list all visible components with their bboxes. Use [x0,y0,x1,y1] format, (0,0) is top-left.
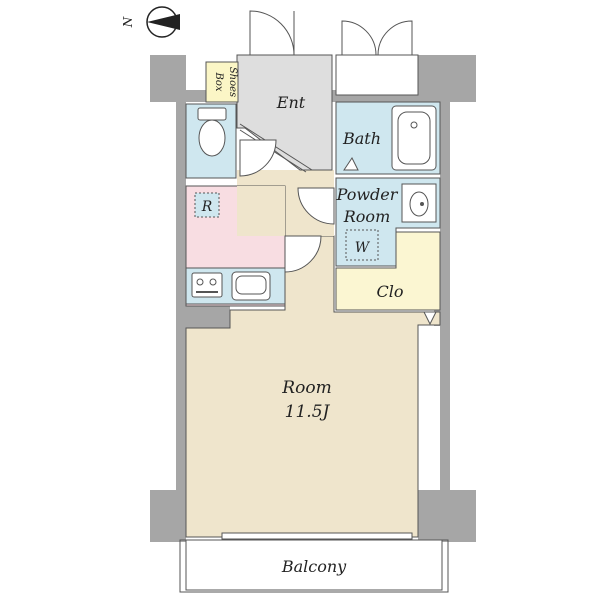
washer-label: W [355,240,371,256]
shoes-box-label-line1: Shoes [227,67,238,97]
wall-kitchen-stub [186,306,230,328]
compass: N [121,6,180,38]
washbasin-icon [401,183,437,223]
closet [335,231,441,311]
stove-icon [191,272,223,298]
entry-doors [249,10,419,96]
shoes-box-label: Shoes Box [213,67,238,97]
interior-doors [239,139,359,273]
window-left-door-icon [341,20,377,56]
wall-top-left-pillar [150,55,186,102]
wall-bottom-left-pillar [150,490,186,542]
bath-door-marker-icon [343,157,359,171]
sink-icon [231,271,271,301]
bathtub-icon [391,105,437,171]
main-room-floor [185,235,441,538]
powder-room-label-line2: Room [343,207,390,226]
window-right-door-icon [377,20,413,56]
balcony-rail [179,539,449,593]
fridge-label: R [201,199,213,215]
room-door-lower-icon [284,235,322,273]
closet-door-marker-icon [423,311,437,326]
room-door-upper-icon [297,187,335,225]
fridge-box [194,192,220,218]
balcony-label: Balcony [281,557,347,576]
powder-room-label-line1: Powder [336,185,399,204]
compass-needle-icon [147,14,180,30]
toilet-door-icon [239,139,277,177]
washer-box [345,229,379,261]
shoes-box [205,61,239,103]
kitchen-upper-white [237,186,285,236]
main-room-size: 11.5J [285,402,331,422]
balcony-window [221,532,413,540]
closet-label: Clo [377,282,404,301]
toilet-icon [197,107,227,157]
front-door-icon [249,10,295,56]
entrance-floor [236,54,333,171]
bath-label: Bath [342,129,381,148]
wall-bottom-right-pillar [418,490,476,542]
top-window-frame [335,54,419,96]
wall-left [176,95,186,515]
balcony-area [185,539,443,591]
entrance-label: Ent [276,93,306,112]
main-room-label: Room [281,378,331,398]
entrance-step-line [239,123,313,171]
compass-north-label: N [121,16,135,28]
shoes-box-label-line2: Box [213,71,224,91]
